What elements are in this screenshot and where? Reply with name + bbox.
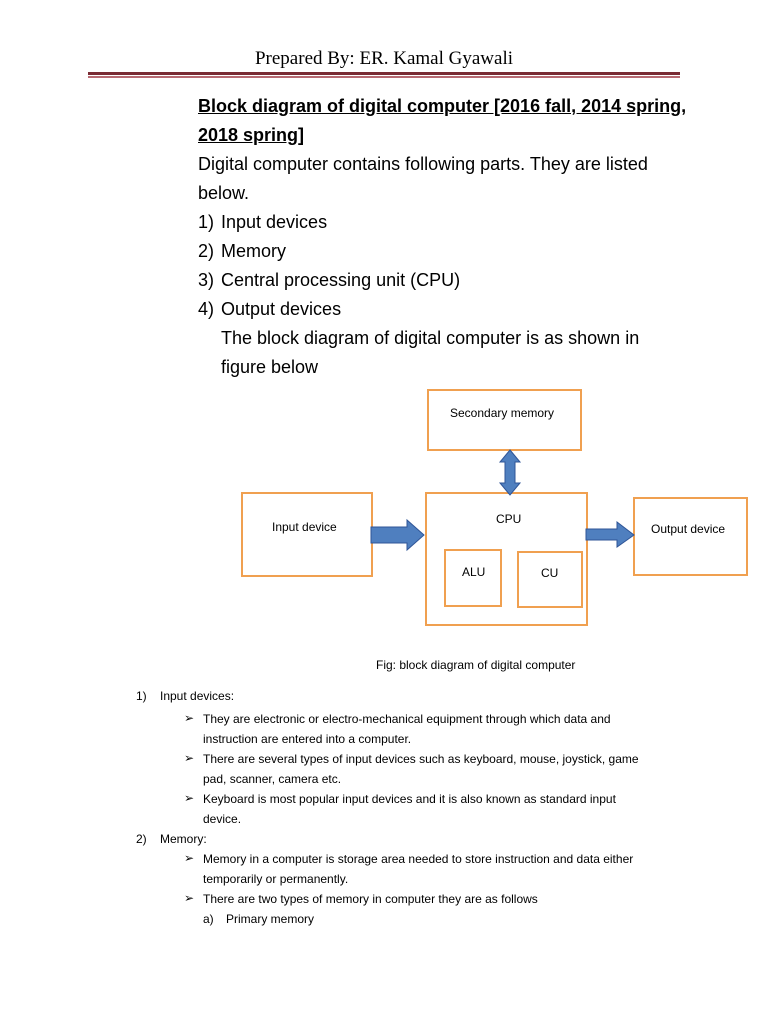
section-heading: Block diagram of digital computer [2016 … bbox=[198, 92, 698, 150]
bullet-icon: ➢ bbox=[184, 751, 195, 765]
bullet-line: Memory in a computer is storage area nee… bbox=[203, 852, 634, 866]
bullet-icon: ➢ bbox=[184, 791, 195, 805]
author-title: Prepared By: ER. Kamal Gyawali bbox=[254, 48, 513, 69]
bullet-line: They are electronic or electro-mechanica… bbox=[203, 712, 611, 726]
heading-line-2: 2018 spring] bbox=[198, 125, 305, 145]
section-number: 2) bbox=[136, 832, 147, 846]
intro-line-2: below. bbox=[198, 183, 250, 203]
input-device-box bbox=[241, 492, 373, 577]
input-to-cpu-arrow bbox=[370, 518, 425, 552]
bullet-icon: ➢ bbox=[184, 891, 195, 905]
diagram-intro-line-2: figure below bbox=[221, 357, 319, 377]
figure-caption: Fig: block diagram of digital computer bbox=[376, 658, 576, 672]
output-device-label: Output device bbox=[651, 522, 726, 536]
bullet-line: Keyboard is most popular input devices a… bbox=[203, 792, 616, 806]
input-device-label: Input device bbox=[272, 520, 337, 534]
bullet-line: pad, scanner, camera etc. bbox=[203, 772, 342, 786]
list-item: 2)Memory bbox=[198, 241, 287, 261]
diagram-intro-line-1: The block diagram of digital computer is… bbox=[221, 328, 640, 348]
alu-label: ALU bbox=[462, 565, 486, 579]
list-item: 1)Input devices bbox=[198, 212, 328, 232]
cpu-label: CPU bbox=[496, 512, 522, 526]
sub-item-label: Primary memory bbox=[226, 912, 315, 926]
header-rule-light bbox=[88, 76, 680, 78]
heading-line-1: Block diagram of digital computer [2016 … bbox=[198, 96, 687, 116]
bullet-line: There are two types of memory in compute… bbox=[203, 892, 538, 906]
alu-box bbox=[444, 549, 502, 607]
cu-box bbox=[517, 551, 583, 608]
sub-item-number: a) bbox=[203, 912, 214, 926]
bullet-icon: ➢ bbox=[184, 851, 195, 865]
bullet-line: device. bbox=[203, 812, 242, 826]
intro-line-1: Digital computer contains following part… bbox=[198, 154, 648, 174]
bullet-icon: ➢ bbox=[184, 711, 195, 725]
secondary-memory-double-arrow bbox=[498, 449, 522, 496]
cpu-to-output-arrow bbox=[585, 520, 635, 548]
cu-label: CU bbox=[541, 566, 559, 580]
list-item: 3)Central processing unit (CPU) bbox=[198, 270, 461, 290]
section-title: Memory: bbox=[160, 832, 207, 846]
secondary-memory-box bbox=[427, 389, 582, 451]
list-item: 4)Output devices bbox=[198, 299, 342, 319]
bullet-line: temporarily or permanently. bbox=[203, 872, 349, 886]
bullet-line: instruction are entered into a computer. bbox=[203, 732, 412, 746]
main-text: Block diagram of digital computer [2016 … bbox=[198, 92, 698, 382]
section-number: 1) bbox=[136, 689, 147, 703]
bullet-line: There are several types of input devices… bbox=[203, 752, 639, 766]
output-device-box bbox=[633, 497, 748, 576]
header-rule-dark bbox=[88, 72, 680, 75]
section-title: Input devices: bbox=[160, 689, 235, 703]
secondary-memory-label: Secondary memory bbox=[450, 406, 555, 420]
